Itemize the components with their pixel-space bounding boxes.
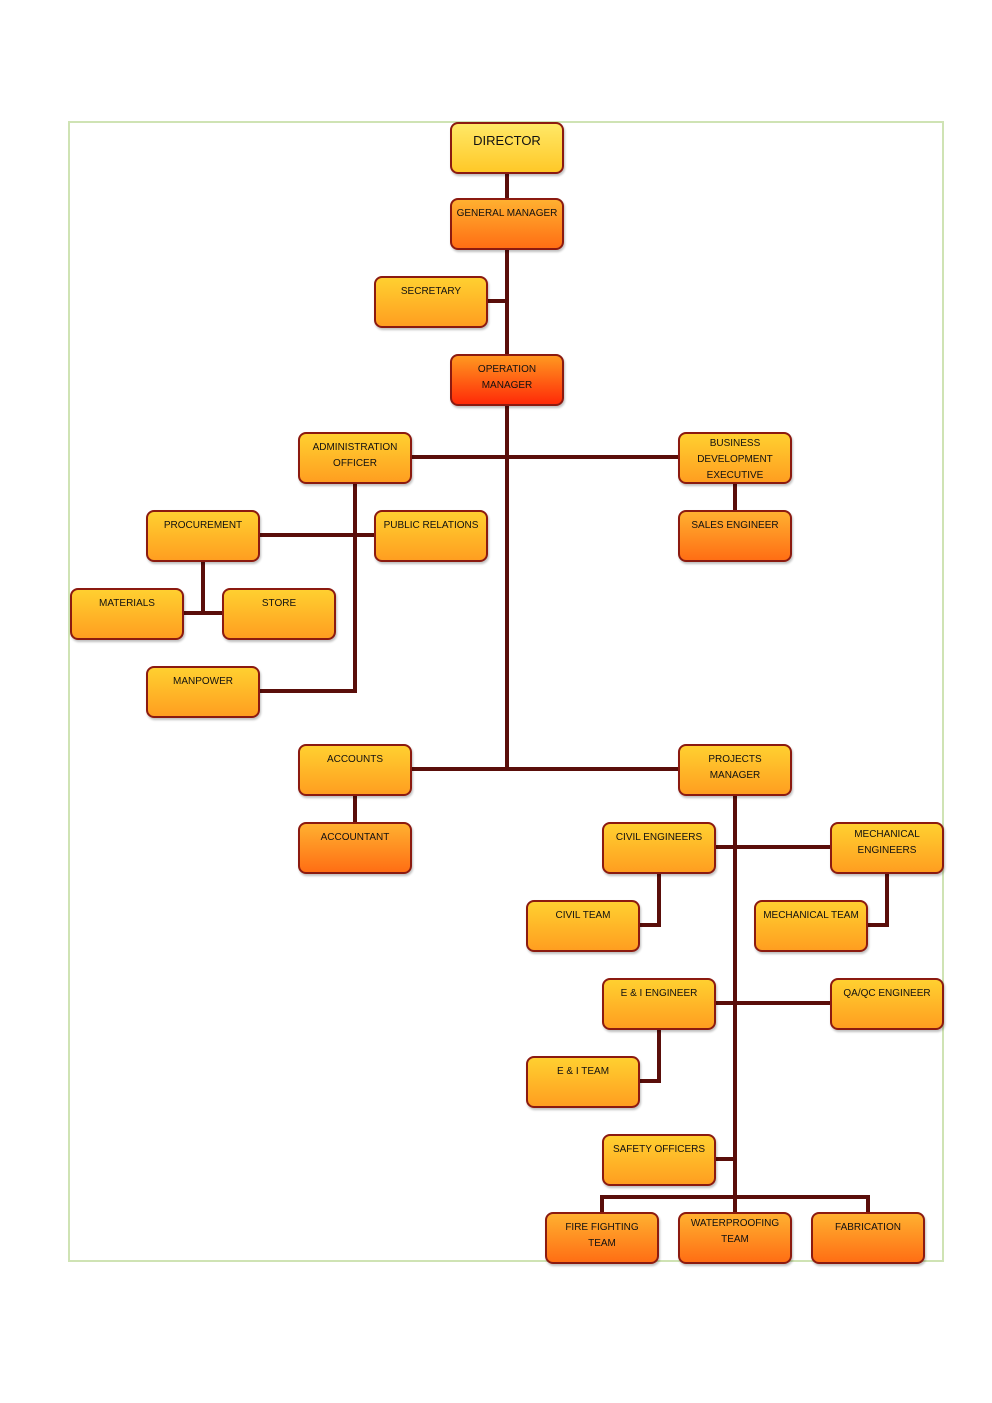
node-fire-fighting-team-label: FIRE FIGHTING TEAM bbox=[565, 1222, 639, 1249]
node-civil-team-label: CIVIL TEAM bbox=[555, 910, 611, 921]
node-fabrication-label: FABRICATION bbox=[835, 1222, 901, 1233]
node-mechanical-team: MECHANICAL TEAM bbox=[754, 900, 868, 952]
node-qaqc-engineer-label: QA/QC ENGINEER bbox=[843, 988, 931, 999]
node-business-development-executive: BUSINESS DEVELOPMENT EXECUTIVE bbox=[678, 432, 792, 484]
node-business-development-executive-label: BUSINESS DEVELOPMENT EXECUTIVE bbox=[697, 438, 773, 481]
node-projects-manager: PROJECTS MANAGER bbox=[678, 744, 792, 796]
node-operation-manager-label: OPERATION MANAGER bbox=[477, 364, 537, 391]
node-ei-team: E & I TEAM bbox=[526, 1056, 640, 1108]
node-ei-team-label: E & I TEAM bbox=[556, 1066, 610, 1077]
node-administration-officer-label: ADMINISTRATION OFFICER bbox=[312, 442, 398, 469]
node-mechanical-team-label: MECHANICAL TEAM bbox=[763, 910, 859, 921]
node-manpower-label: MANPOWER bbox=[173, 676, 233, 687]
node-secretary-label: SECRETARY bbox=[400, 286, 462, 297]
node-waterproofing-team: WATERPROOFING TEAM bbox=[678, 1212, 792, 1264]
node-fabrication: FABRICATION bbox=[811, 1212, 925, 1264]
node-general-manager-label: GENERAL MANAGER bbox=[456, 208, 558, 219]
node-civil-engineers-label: CIVIL ENGINEERS bbox=[615, 832, 703, 843]
node-projects-manager-label: PROJECTS MANAGER bbox=[708, 754, 762, 781]
node-civil-team: CIVIL TEAM bbox=[526, 900, 640, 952]
node-public-relations-label: PUBLIC RELATIONS bbox=[383, 520, 479, 531]
node-director-label: DIRECTOR bbox=[473, 133, 541, 148]
node-general-manager: GENERAL MANAGER bbox=[450, 198, 564, 250]
node-secretary: SECRETARY bbox=[374, 276, 488, 328]
node-safety-officers: SAFETY OFFICERS bbox=[602, 1134, 716, 1186]
node-sales-engineer: SALES ENGINEER bbox=[678, 510, 792, 562]
node-procurement-label: PROCUREMENT bbox=[163, 520, 243, 531]
node-fire-fighting-team: FIRE FIGHTING TEAM bbox=[545, 1212, 659, 1264]
node-qaqc-engineer: QA/QC ENGINEER bbox=[830, 978, 944, 1030]
node-accountant: ACCOUNTANT bbox=[298, 822, 412, 874]
node-materials: MATERIALS bbox=[70, 588, 184, 640]
node-ei-engineer: E & I ENGINEER bbox=[602, 978, 716, 1030]
node-sales-engineer-label: SALES ENGINEER bbox=[691, 520, 779, 531]
node-accountant-label: ACCOUNTANT bbox=[320, 832, 390, 843]
node-manpower: MANPOWER bbox=[146, 666, 260, 718]
node-materials-label: MATERIALS bbox=[99, 598, 155, 609]
node-director: DIRECTOR bbox=[450, 122, 564, 174]
node-accounts: ACCOUNTS bbox=[298, 744, 412, 796]
node-operation-manager: OPERATION MANAGER bbox=[450, 354, 564, 406]
node-safety-officers-label: SAFETY OFFICERS bbox=[612, 1144, 706, 1155]
node-store: STORE bbox=[222, 588, 336, 640]
node-civil-engineers: CIVIL ENGINEERS bbox=[602, 822, 716, 874]
node-public-relations: PUBLIC RELATIONS bbox=[374, 510, 488, 562]
node-procurement: PROCUREMENT bbox=[146, 510, 260, 562]
node-ei-engineer-label: E & I ENGINEER bbox=[620, 988, 698, 999]
node-mechanical-engineers: MECHANICAL ENGINEERS bbox=[830, 822, 944, 874]
node-mechanical-engineers-label: MECHANICAL ENGINEERS bbox=[854, 829, 920, 856]
node-store-label: STORE bbox=[261, 598, 297, 609]
node-waterproofing-team-label: WATERPROOFING TEAM bbox=[690, 1218, 780, 1245]
node-accounts-label: ACCOUNTS bbox=[326, 754, 384, 765]
node-administration-officer: ADMINISTRATION OFFICER bbox=[298, 432, 412, 484]
